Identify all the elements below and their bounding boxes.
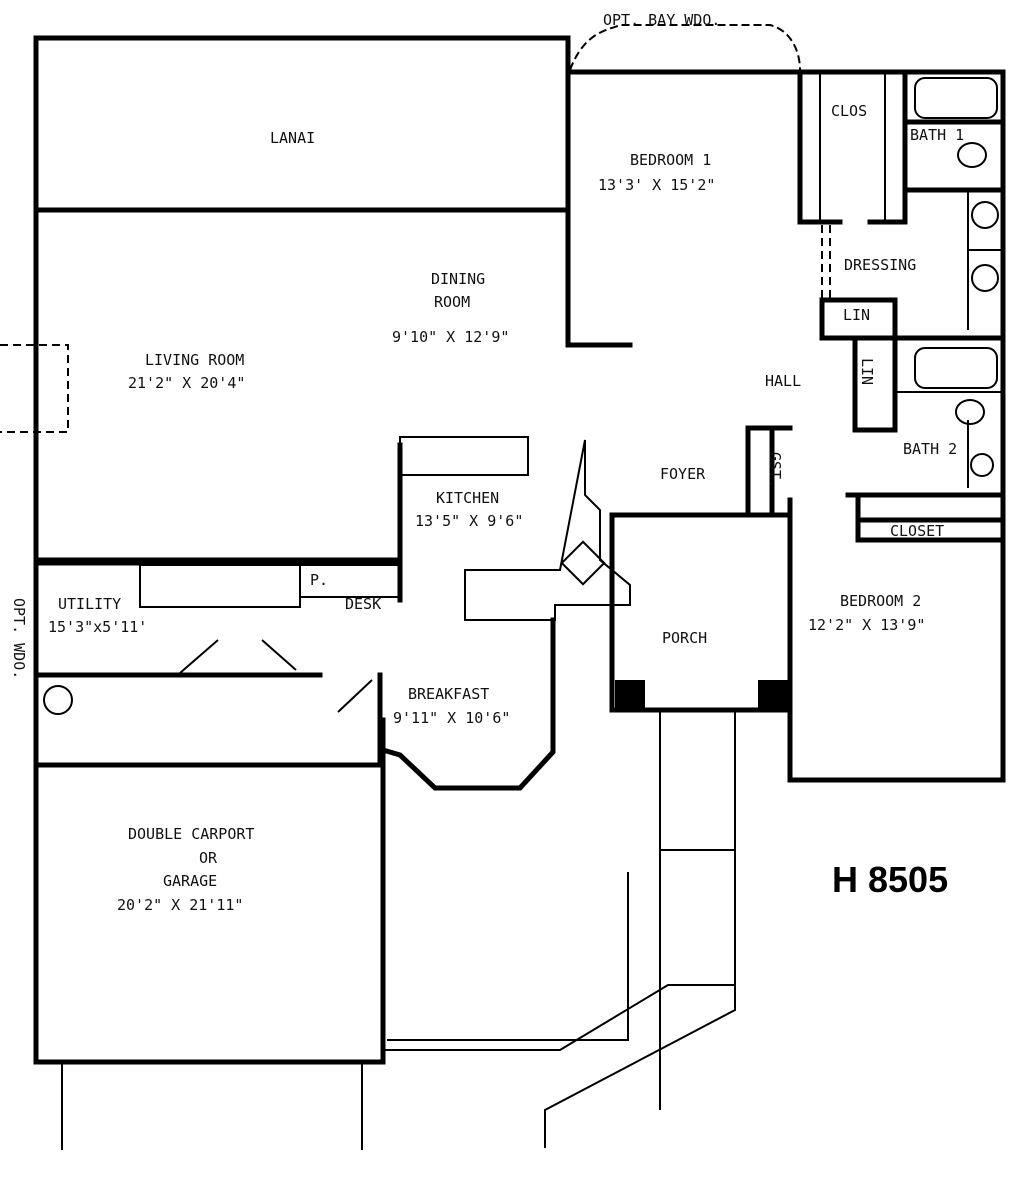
walls [0,24,1006,1150]
lanai-label: LANAI [270,129,315,147]
garage-label-3: GARAGE [163,872,217,890]
breakfast-size: 9'11" X 10'6" [393,709,510,727]
foyer-label: FOYER [660,465,706,483]
bay-window-label: OPT. BAY WDO. [603,11,720,29]
utility-label: UTILITY [58,595,121,613]
kitchen-counter [399,436,529,476]
porch-column-left [615,680,645,710]
door-swings [179,639,373,713]
bath2-label: BATH 2 [903,440,957,458]
toilet-2 [955,399,985,425]
living-label: LIVING ROOM [145,351,244,369]
garage-label-1: DOUBLE CARPORT [128,825,254,843]
plan-id: H 8505 [832,859,948,900]
kitchen-size: 13'5" X 9'6" [415,512,523,530]
dining-label: DINING [431,270,485,288]
breakfast-label: BREAKFAST [408,685,489,703]
bath2-fixtures [895,391,1003,488]
driveway [61,1062,363,1150]
walkways [383,712,736,1148]
utility-walls [33,560,403,1065]
dressing-label: DRESSING [844,256,916,274]
bathtub-1 [914,77,998,119]
kitchen-peninsula [464,439,631,621]
bedroom1-size: 13'3' X 15'2" [598,176,715,194]
kitchen-label: KITCHEN [436,489,499,507]
bathtub-2 [914,347,998,389]
living-size: 21'2" X 20'4" [128,374,245,392]
pantry-desk [299,564,401,598]
dining-size: 9'10" X 12'9" [392,328,509,346]
closet1-label: CLOS [831,102,867,120]
desk-label: DESK [345,595,381,613]
closet2-label: CLOSET [890,522,944,540]
lanai-outline [33,35,571,213]
side-window-label: OPT. WDO. [10,598,28,679]
closet1-walls [797,69,908,225]
fireplace-opt [0,344,69,433]
bedroom2-label: BEDROOM 2 [840,592,921,610]
sink-1a [971,201,999,229]
toilet-1 [957,142,987,168]
utility-size: 15'3"x5'11' [48,618,147,636]
sink-2 [970,453,994,477]
hall-walls [819,335,1006,433]
garage-size: 20'2" X 21'11" [117,896,243,914]
garage-walls [33,762,386,1065]
pantry-label: P. [310,571,328,589]
dressing-opening [821,225,831,300]
bedroom1-walls [565,69,1006,783]
porch-label: PORCH [662,629,707,647]
labels: OPT. BAY WDO. LANAI BEDROOM 1 13'3' X 15… [10,11,964,914]
gst-label: GST. [766,452,784,488]
dining-label-2: ROOM [434,293,470,311]
water-heater [43,685,73,715]
bedroom2-size: 12'2" X 13'9" [808,616,925,634]
closet2-walls [845,492,1006,543]
kitchen-sink [560,540,606,586]
garage-label-2: OR [199,849,218,867]
hall-label: HALL [765,372,801,390]
linen2-label: LIN [858,358,876,385]
gst-closet [745,425,793,513]
sink-1b [971,264,999,292]
washer-dryer [139,564,301,608]
linen1-label: LIN [843,306,870,324]
breakfast-bay [379,617,556,791]
vanity-1 [967,190,1003,330]
porch-walls [609,512,793,713]
utility-south-wall [33,672,383,763]
bath1-walls [902,119,1006,193]
bedroom1-label: BEDROOM 1 [630,151,711,169]
bay-window [569,24,801,71]
closet-shelves [819,72,886,222]
porch-column-right [758,680,788,710]
bath1-label: BATH 1 [910,126,964,144]
